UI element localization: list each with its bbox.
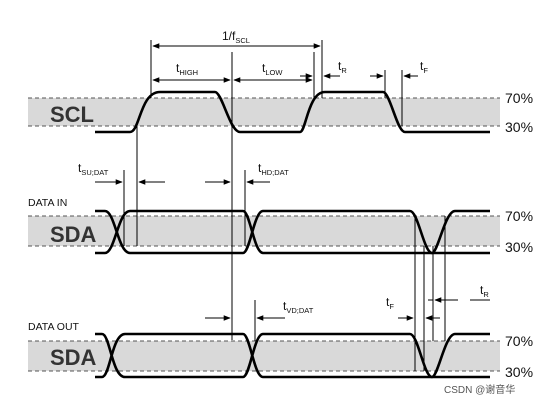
sda-out-70-label: 70% <box>505 333 533 349</box>
t-f-sda-label: tF <box>386 295 394 311</box>
sda-out-threshold-band <box>28 341 500 371</box>
data-out-label: DATA OUT <box>28 321 80 333</box>
scl-waveform <box>95 90 490 134</box>
sda-out-waveform-a <box>95 332 490 379</box>
sda-in-waveform-a <box>95 209 490 255</box>
sda-in-waveform-b <box>95 209 490 255</box>
watermark: CSDN @谢音华 <box>444 383 515 396</box>
sda-in-70-label: 70% <box>505 208 533 224</box>
scl-70-label: 70% <box>505 90 533 106</box>
t-r-sda-label: tR <box>480 283 489 299</box>
sda-in-label: SDA <box>50 222 97 247</box>
t-vd-dat-label: tVD;DAT <box>283 299 314 315</box>
sda-out-waveform-b <box>95 332 490 379</box>
scl-label: SCL <box>50 102 94 127</box>
period-label: 1/fSCL <box>222 29 250 45</box>
t-hd-dat-label: tHD;DAT <box>258 161 289 177</box>
sda-in-30-label: 30% <box>505 239 533 255</box>
t-high-label: tHIGH <box>176 61 198 77</box>
sda-in-threshold-band <box>28 216 500 246</box>
scl-30-label: 30% <box>505 119 533 135</box>
sda-out-30-label: 30% <box>505 364 533 380</box>
t-su-dat-label: tSU;DAT <box>78 161 109 177</box>
t-low-label: tLOW <box>262 61 283 77</box>
data-in-label: DATA IN <box>28 197 67 209</box>
t-f-scl-label: tF <box>420 59 428 75</box>
sda-out-label: SDA <box>50 345 97 370</box>
scl-threshold-band <box>28 98 500 126</box>
t-r-scl-label: tR <box>338 59 347 75</box>
